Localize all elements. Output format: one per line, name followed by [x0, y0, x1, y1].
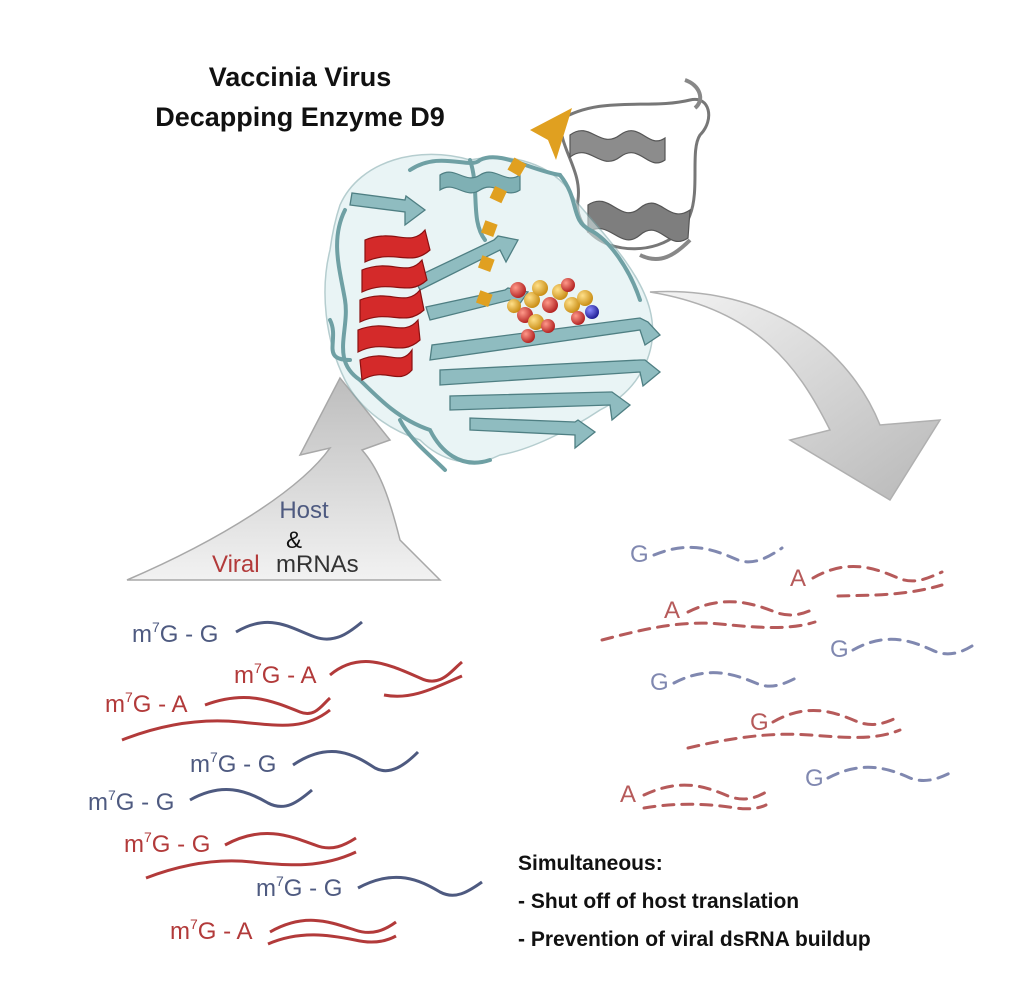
capped-mrna-3: m7G - A — [105, 689, 332, 742]
svg-text:m7G - A: m7G - A — [234, 660, 316, 689]
title-line-2: Decapping Enzyme D9 — [155, 102, 445, 132]
svg-text:G: G — [630, 541, 649, 568]
cap-tail: G - G — [160, 621, 219, 648]
protein-red-helix — [357, 228, 431, 381]
svg-text:m7G - G: m7G - G — [88, 787, 174, 816]
capped-mrna-1: m7G - G — [132, 619, 363, 648]
output-arrow — [649, 290, 942, 502]
input-arrow — [126, 376, 442, 581]
svg-text:m7G - G: m7G - G — [124, 829, 210, 858]
svg-text:G: G — [830, 636, 849, 663]
svg-text:G: G — [750, 709, 769, 736]
svg-text:m7G - A: m7G - A — [170, 916, 252, 945]
svg-text:m7G - G: m7G - G — [190, 749, 276, 778]
capped-mrna-2: m7G - A — [234, 660, 463, 698]
capped-mrna-4: m7G - G — [190, 749, 420, 778]
decapped-mrna-2: A — [790, 564, 944, 598]
product-exit-arrow — [475, 108, 572, 307]
input-label-mrnas: mRNAs — [276, 551, 359, 578]
capped-mrna-list: m7G - G m7G - A m7G - A m7G - G — [88, 619, 483, 946]
capped-mrna-7: m7G - G — [256, 873, 483, 902]
decapped-mrna-list: G A A G G G G A — [600, 541, 974, 811]
summary-heading: Simultaneous: — [518, 852, 663, 875]
svg-text:G: G — [650, 669, 669, 696]
decapped-mrna-7: G — [805, 765, 954, 792]
svg-text:m7G - G: m7G - G — [132, 619, 218, 648]
svg-text:G: G — [805, 765, 824, 792]
svg-text:A: A — [620, 781, 636, 808]
cap-superscript: 7 — [152, 619, 160, 635]
input-label-host: Host — [279, 497, 329, 524]
decapped-mrna-5: G — [650, 669, 802, 696]
protein-nudix-domain — [324, 153, 662, 472]
cap-m: m — [132, 621, 152, 648]
decapped-mrna-1: G — [630, 541, 784, 568]
summary-line-2: - Prevention of viral dsRNA buildup — [518, 928, 871, 951]
protein-c-terminal-domain — [558, 78, 711, 261]
title-line-1: Vaccinia Virus — [209, 62, 392, 92]
decapped-mrna-4: G — [830, 636, 974, 663]
input-label-viral: Viral — [212, 551, 260, 578]
bound-ligand — [507, 278, 599, 343]
capped-mrna-5: m7G - G — [88, 787, 313, 816]
capped-mrna-8: m7G - A — [170, 916, 397, 946]
d9-protein-structure — [324, 78, 711, 472]
input-label-amp: & — [286, 527, 302, 554]
decapped-mrna-6: G — [686, 708, 902, 750]
summary-block: Simultaneous: - Shut off of host transla… — [518, 852, 871, 951]
capped-mrna-6: m7G - G — [124, 829, 357, 880]
decapped-mrna-3: A — [600, 597, 817, 642]
svg-text:A: A — [664, 597, 680, 624]
decapped-mrna-8: A — [620, 781, 768, 811]
svg-text:A: A — [790, 565, 806, 592]
svg-text:m7G - G: m7G - G — [256, 873, 342, 902]
svg-text:m7G - A: m7G - A — [105, 689, 187, 718]
summary-line-1: - Shut off of host translation — [518, 890, 799, 913]
